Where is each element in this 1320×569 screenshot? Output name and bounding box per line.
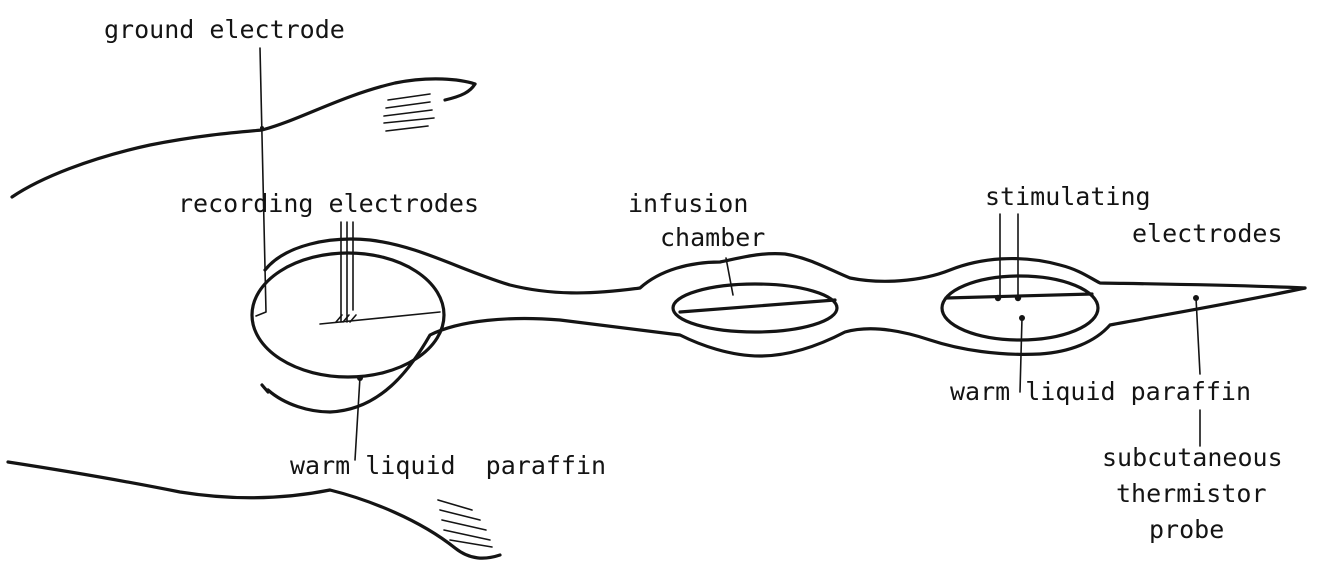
label-infusion-chamber-2: chamber [660,223,765,252]
label-warm-liquid-paraffin-right: warm liquid paraffin [950,377,1251,406]
upper-hind-limb [12,79,475,197]
infusion-chamber [673,284,837,332]
label-recording-electrodes: recording electrodes [178,189,479,218]
label-stimulating-electrodes-2: electrodes [1132,219,1283,248]
label-thermistor-1: subcutaneous [1102,443,1283,472]
label-thermistor-2: thermistor [1116,479,1267,508]
label-infusion-chamber-1: infusion [628,189,748,218]
infusion-chamber-line [680,300,835,312]
thermistor-point [1193,295,1199,301]
label-thermistor-3: probe [1149,515,1224,544]
ground-electrode-point [260,126,264,130]
label-stimulating-electrodes-1: stimulating [985,182,1151,211]
stimulating-electrode-dot-2 [1015,295,1021,301]
paraffin-point-left [357,375,363,381]
nerve-line [320,312,440,324]
stimulating-electrode-dot-1 [995,295,1001,301]
paraffin-point-right [1019,315,1025,321]
stimulating-chamber [942,276,1098,340]
label-warm-liquid-paraffin-left: warm liquid paraffin [290,451,606,480]
label-ground-electrode: ground electrode [104,15,345,44]
